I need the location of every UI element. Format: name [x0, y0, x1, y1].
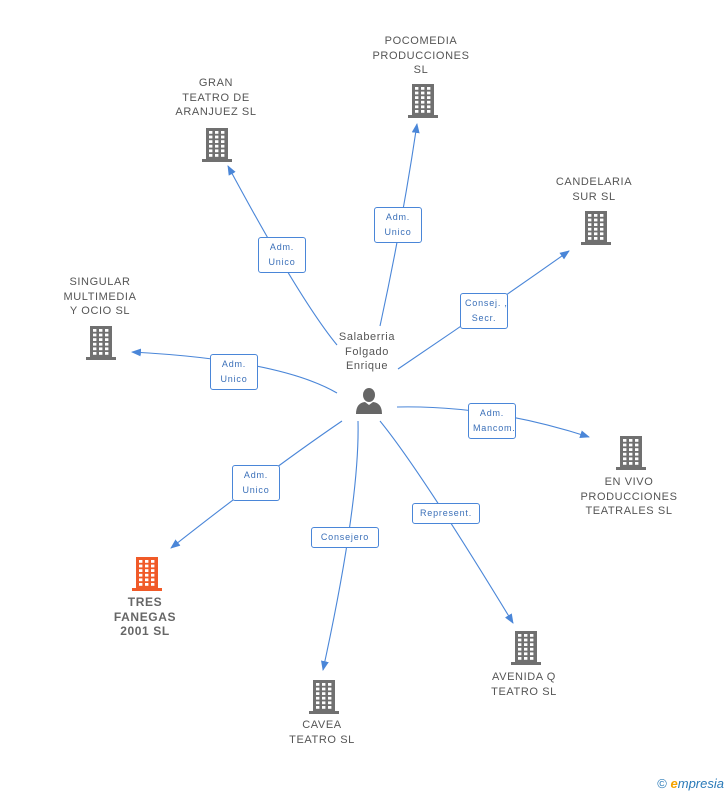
- role-text: Adm.: [385, 212, 411, 222]
- company-name-line: EN VIVO: [604, 476, 654, 488]
- person-name-line: Salaberria: [338, 331, 396, 343]
- company-name-line: TRES: [127, 595, 163, 609]
- role-text: Represent.: [419, 507, 473, 518]
- company-name-line: Y OCIO SL: [69, 305, 131, 317]
- person-name-line: Enrique: [345, 360, 389, 372]
- company-name-gran-teatro-de-aranjuez[interactable]: GRAN TEATRO DE ARANJUEZ SL: [156, 76, 276, 120]
- person-name-line: Folgado: [345, 345, 389, 358]
- company-node-cavea-teatro[interactable]: [309, 680, 339, 719]
- company-name-avenida-q-teatro[interactable]: AVENIDA Q TEATRO SL: [464, 670, 584, 699]
- role-text: Unico: [220, 374, 248, 384]
- role-label-gran-teatro-de-aranjuez: Adm. Unico: [258, 237, 306, 273]
- edge-cavea-teatro: [321, 420, 359, 671]
- copyright-symbol: ©: [657, 776, 667, 791]
- building-icon: [202, 128, 232, 162]
- edge-avenida-q-teatro: [379, 420, 514, 624]
- company-node-en-vivo-producciones[interactable]: [616, 436, 646, 475]
- role-label-tres-fanegas: Adm. Unico: [232, 465, 280, 501]
- role-label-candelaria-sur: Consej. , Secr.: [460, 293, 508, 329]
- company-name-line: 2001 SL: [120, 624, 170, 638]
- company-node-gran-teatro-de-aranjuez[interactable]: [202, 128, 232, 167]
- building-icon: [511, 631, 541, 665]
- role-text: Adm.: [221, 359, 247, 369]
- company-name-line: CANDELARIA: [555, 176, 633, 188]
- company-name-line: PRODUCCIONES: [372, 49, 470, 62]
- role-text: Unico: [384, 227, 412, 237]
- company-name-line: PRODUCCIONES: [580, 490, 678, 503]
- company-name-line: TEATRO SL: [491, 685, 557, 698]
- building-icon: [309, 680, 339, 714]
- brand-name: mpresia: [677, 776, 724, 791]
- company-name-line: FANEGAS: [113, 609, 177, 624]
- company-name-cavea-teatro[interactable]: CAVEA TEATRO SL: [262, 718, 382, 747]
- role-label-cavea-teatro: Consejero: [311, 526, 379, 548]
- company-name-line: MULTIMEDIA: [63, 290, 137, 303]
- footer-brand[interactable]: © empresia: [657, 776, 724, 791]
- building-icon: [581, 211, 611, 245]
- role-text: Adm.: [243, 470, 269, 480]
- role-text: Consejero: [320, 531, 370, 542]
- company-name-line: ARANJUEZ SL: [175, 106, 257, 118]
- company-name-singular-multimedia[interactable]: SINGULAR MULTIMEDIA Y OCIO SL: [40, 275, 160, 319]
- role-label-avenida-q-teatro: Represent.: [412, 502, 480, 524]
- company-name-line: SINGULAR: [69, 276, 131, 288]
- role-text: Unico: [242, 485, 270, 495]
- role-text: Mancom.: [473, 423, 516, 433]
- company-node-tres-fanegas[interactable]: [132, 557, 162, 596]
- company-name-line: TEATRO SL: [289, 733, 355, 746]
- company-node-avenida-q-teatro[interactable]: [511, 631, 541, 670]
- company-node-candelaria-sur[interactable]: [581, 211, 611, 250]
- role-text: Unico: [268, 257, 296, 267]
- company-name-candelaria-sur[interactable]: CANDELARIA SUR SL: [534, 175, 654, 204]
- company-name-line: SL: [413, 64, 429, 76]
- company-node-singular-multimedia[interactable]: [86, 326, 116, 365]
- role-text: Adm.: [479, 408, 505, 418]
- company-name-line: SUR SL: [572, 190, 616, 203]
- company-name-pocomedia-producciones[interactable]: POCOMEDIA PRODUCCIONES SL: [361, 34, 481, 78]
- company-name-line: CAVEA: [302, 719, 342, 731]
- role-text: Adm.: [269, 242, 295, 252]
- company-node-pocomedia-producciones[interactable]: [408, 84, 438, 123]
- company-name-line: TEATRO DE: [182, 91, 250, 104]
- company-name-line: GRAN: [198, 77, 234, 89]
- person-icon[interactable]: [354, 386, 384, 416]
- building-icon: [86, 326, 116, 360]
- company-name-line: TEATRALES SL: [585, 505, 673, 517]
- company-name-line: AVENIDA Q: [492, 671, 556, 683]
- building-icon: [132, 557, 162, 591]
- role-label-singular-multimedia: Adm. Unico: [210, 354, 258, 390]
- role-text: Consej. ,: [465, 298, 508, 308]
- company-name-line: POCOMEDIA: [384, 35, 458, 47]
- building-icon: [616, 436, 646, 470]
- brand-initial: e: [670, 776, 678, 791]
- company-name-en-vivo-producciones[interactable]: EN VIVO PRODUCCIONES TEATRALES SL: [569, 475, 689, 519]
- role-text: Secr.: [471, 313, 497, 323]
- edge-gran-teatro-de-aranjuez: [227, 165, 338, 346]
- role-label-pocomedia-producciones: Adm. Unico: [374, 207, 422, 243]
- building-icon: [408, 84, 438, 118]
- role-label-en-vivo-producciones: Adm. Mancom.: [468, 403, 516, 439]
